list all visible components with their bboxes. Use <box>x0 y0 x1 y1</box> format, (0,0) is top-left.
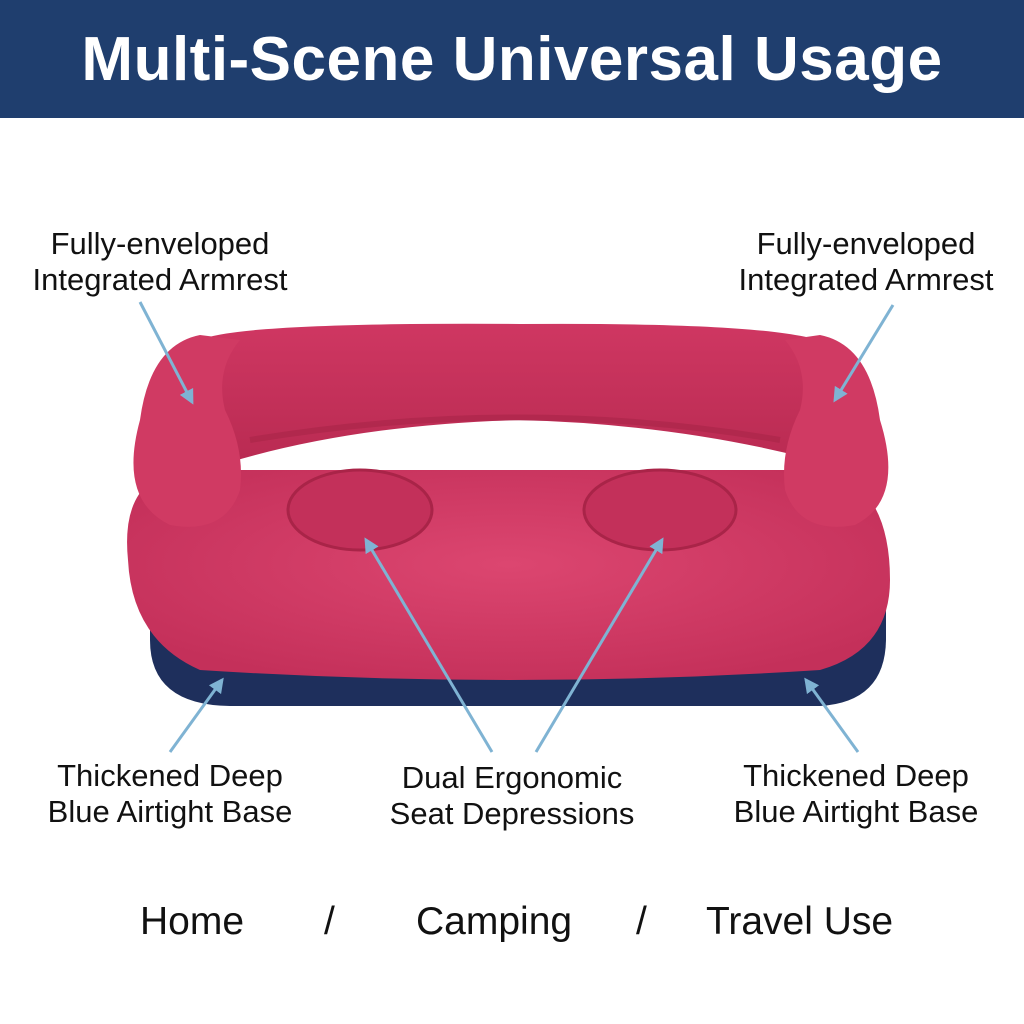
backrest <box>188 323 860 470</box>
seat-depression-right <box>582 468 738 552</box>
arrow-armrest-left <box>138 301 194 405</box>
seat-cushion <box>127 470 890 680</box>
arrow-base-right <box>804 677 860 753</box>
left-armrest <box>133 335 241 527</box>
callout-seat-depressions: Dual Ergonomic Seat Depressions <box>389 760 635 831</box>
scene-travel: Travel Use <box>706 900 894 943</box>
callout-armrest-right: Fully-enveloped Integrated Armrest <box>738 226 994 297</box>
usage-scenes: Home / Camping / Travel Use <box>0 900 1024 956</box>
separator: / <box>636 900 647 943</box>
arrow-seat-left <box>364 537 494 753</box>
seat-depression-left <box>286 468 434 552</box>
arrow-seat-right <box>534 537 664 753</box>
right-armrest <box>784 335 889 527</box>
page-title: Multi-Scene Universal Usage <box>81 24 943 94</box>
callout-armrest-left: Fully-enveloped Integrated Armrest <box>32 226 288 297</box>
callout-base-left: Thickened Deep Blue Airtight Base <box>47 758 293 829</box>
callout-base-right: Thickened Deep Blue Airtight Base <box>733 758 979 829</box>
scene-camping: Camping <box>416 900 573 943</box>
arrow-base-left <box>168 677 224 753</box>
scene-home: Home <box>140 900 245 943</box>
arrow-armrest-right <box>833 304 895 403</box>
title-banner: Multi-Scene Universal Usage <box>0 0 1024 118</box>
separator: / <box>324 900 335 943</box>
